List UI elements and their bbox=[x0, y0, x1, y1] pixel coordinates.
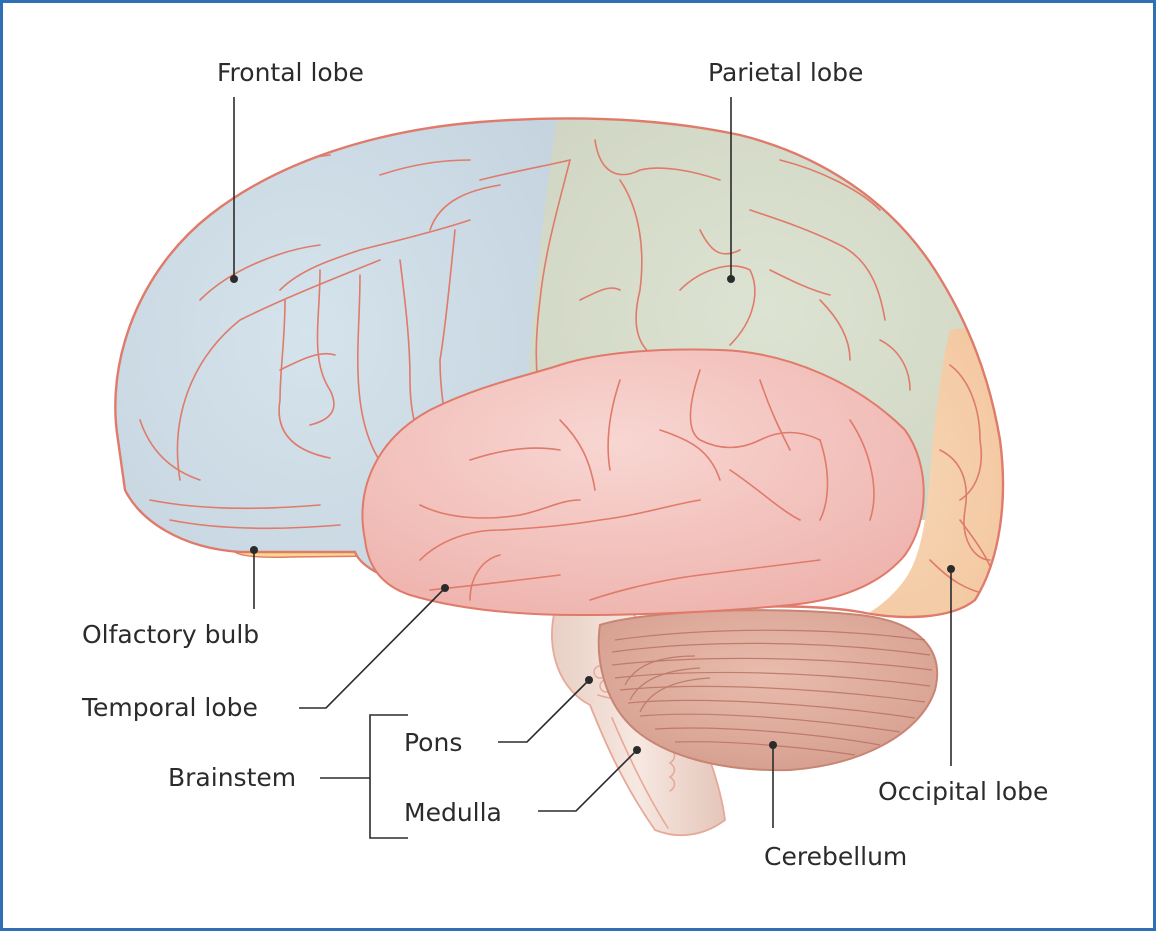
leader-olfactory bbox=[250, 546, 258, 609]
leader-cerebellum bbox=[769, 741, 777, 828]
leader-temporal bbox=[299, 584, 449, 709]
label-olfactory-bulb: Olfactory bulb bbox=[82, 620, 259, 649]
leader-medulla bbox=[538, 746, 641, 812]
label-pons: Pons bbox=[404, 728, 462, 757]
leader-pons bbox=[498, 676, 593, 743]
cerebellum-shape bbox=[597, 609, 939, 772]
label-occipital-lobe: Occipital lobe bbox=[878, 777, 1048, 806]
label-cerebellum: Cerebellum bbox=[764, 842, 907, 871]
label-temporal-lobe: Temporal lobe bbox=[81, 693, 258, 722]
leader-frontal bbox=[230, 97, 238, 283]
leader-occipital bbox=[947, 565, 955, 766]
occipital-lobe-shape bbox=[820, 320, 1003, 617]
leader-parietal bbox=[727, 97, 735, 283]
label-frontal-lobe: Frontal lobe bbox=[217, 58, 364, 87]
label-medulla: Medulla bbox=[404, 798, 502, 827]
temporal-lobe-shape bbox=[361, 348, 925, 617]
label-parietal-lobe: Parietal lobe bbox=[708, 58, 863, 87]
label-brainstem: Brainstem bbox=[168, 763, 296, 792]
brainstem-bracket bbox=[320, 714, 408, 839]
